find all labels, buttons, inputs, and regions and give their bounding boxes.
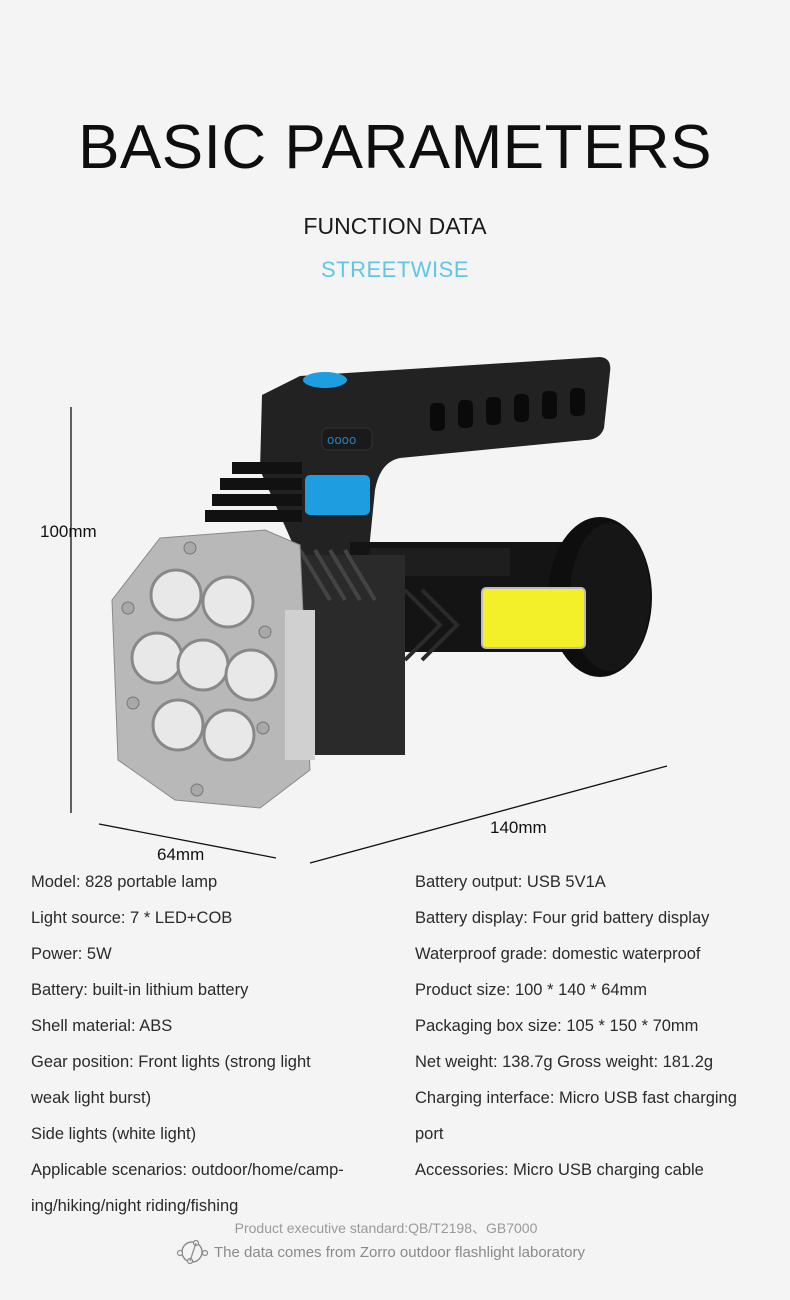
spec-battery-display: Battery display: Four grid battery displ… [415, 909, 710, 927]
width-dimension-label: 64mm [157, 845, 205, 864]
molecule-icon [176, 1239, 209, 1265]
spec-power: Power: 5W [31, 945, 112, 963]
battery-indicator [321, 427, 373, 451]
flashlight-body [290, 517, 652, 755]
spec-accessories: Accessories: Micro USB charging cable [415, 1161, 704, 1179]
source-text: The data comes from Zorro outdoor flashl… [214, 1243, 586, 1261]
brand-name: STREETWISE [320, 257, 469, 282]
spec-scenarios-cont: ing/hiking/night riding/fishing [31, 1197, 239, 1215]
spec-charging-interface: Charging interface: Micro USB fast charg… [415, 1089, 737, 1107]
standard-note: Product executive standard:QB/T2198、GB70… [234, 1220, 538, 1236]
spec-battery: Battery: built-in lithium battery [31, 981, 249, 999]
page-title: BASIC PARAMETERS [78, 113, 712, 182]
source-note: The data comes from Zorro outdoor flashl… [174, 1239, 585, 1265]
spec-charging-interface-cont: port [415, 1125, 444, 1143]
spec-list-right: Battery output: USB 5V1A Battery display… [415, 868, 775, 1192]
usb-port-cover [305, 475, 370, 515]
spec-light-source: Light source: 7 * LED+COB [31, 909, 233, 927]
spec-battery-output: Battery output: USB 5V1A [415, 873, 606, 891]
spec-product-size: Product size: 100 * 140 * 64mm [415, 981, 648, 999]
spec-model: Model: 828 portable lamp [31, 873, 218, 891]
spec-list-left: Model: 828 portable lamp Light source: 7… [31, 868, 391, 1228]
spec-side-lights: Side lights (white light) [31, 1125, 197, 1143]
width-dimension-line [98, 823, 277, 859]
svg-text:oooo: oooo [327, 433, 356, 447]
height-dimension-label: 100mm [40, 522, 97, 541]
length-dimension-line [309, 765, 668, 864]
power-button [303, 372, 347, 388]
spec-gear-position-cont: weak light burst) [31, 1089, 152, 1107]
spec-shell-material: Shell material: ABS [31, 1017, 173, 1035]
spec-packaging-size: Packaging box size: 105 * 150 * 70mm [415, 1017, 699, 1035]
section-subtitle: FUNCTION DATA [303, 213, 487, 239]
spec-waterproof: Waterproof grade: domestic waterproof [415, 945, 701, 963]
product-illustration: oooo [70, 357, 668, 864]
flashlight-handle: oooo [205, 357, 611, 560]
spec-scenarios: Applicable scenarios: outdoor/home/camp- [31, 1161, 344, 1179]
spec-weight: Net weight: 138.7g Gross weight: 181.2g [415, 1053, 714, 1071]
flashlight-head [111, 529, 315, 809]
cob-side-light [481, 587, 586, 649]
length-dimension-label: 140mm [490, 818, 547, 837]
spec-gear-position: Gear position: Front lights (strong ligh… [31, 1053, 311, 1071]
